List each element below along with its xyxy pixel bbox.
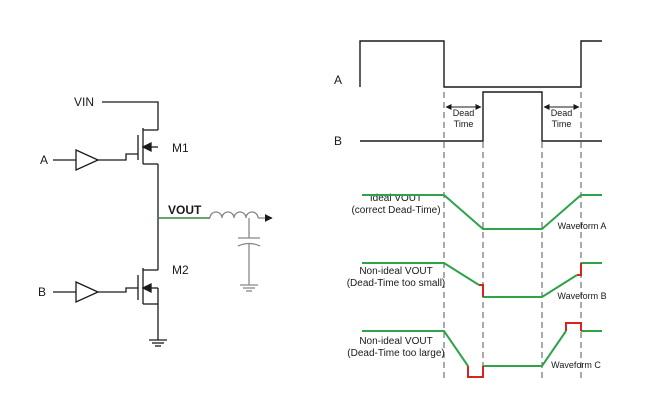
buffer-b (75, 280, 100, 304)
inductor (209, 211, 259, 219)
waveform-c-title-line1: Non-ideal VOUT (359, 336, 432, 347)
waveform-a-trace (362, 194, 602, 230)
waveform-b-title-line1: Non-ideal VOUT (359, 266, 432, 277)
timing-diagram: A B Dead Time Dead Time Ideal VOUT (corr… (334, 40, 607, 380)
waveform-b-title-line2: (Dead-Time too small) (347, 278, 446, 289)
dead-time-right-line1: Dead (551, 108, 573, 118)
waveform-c-tag: Waveform C (551, 360, 601, 370)
waveform-b-trace (362, 262, 602, 298)
mosfet-m2 (137, 268, 158, 305)
waveform-a-tag: Waveform A (558, 221, 607, 231)
vin-rail (102, 101, 159, 130)
m2-label: M2 (172, 263, 189, 277)
signal-b-label: B (334, 134, 342, 148)
output-capacitor (237, 218, 261, 292)
vout-label: VOUT (168, 203, 202, 217)
waveform-b-tag: Waveform B (557, 291, 606, 301)
waveform-c-title-line2: (Dead-Time too large) (347, 348, 444, 359)
schematic: VIN M1 A VOUT (38, 95, 273, 347)
timing-guides (443, 92, 582, 380)
mosfet-m1 (137, 128, 158, 165)
vin-label: VIN (74, 95, 94, 109)
signal-a-waveform (359, 40, 602, 88)
waveform-c-trace (362, 330, 602, 367)
m1-label: M1 (172, 141, 189, 155)
dead-time-marker-left: Dead Time (445, 104, 482, 129)
waveform-a-title-line2: (correct Dead-Time) (351, 205, 440, 216)
buffer-a (75, 148, 100, 172)
dead-time-left-line1: Dead (453, 108, 475, 118)
waveform-c-error (467, 322, 582, 378)
dead-time-left-line2: Time (454, 119, 474, 129)
ground-icon (149, 339, 167, 347)
dead-time-right-line2: Time (552, 119, 572, 129)
dead-time-marker-right: Dead Time (543, 104, 580, 129)
input-b-label: B (38, 285, 46, 299)
signal-a-label: A (334, 73, 342, 87)
input-a-label: A (40, 153, 48, 167)
waveform-b-error (479, 263, 582, 297)
signal-b-waveform (360, 91, 602, 142)
waveform-a-title-line1: Ideal VOUT (370, 193, 422, 204)
